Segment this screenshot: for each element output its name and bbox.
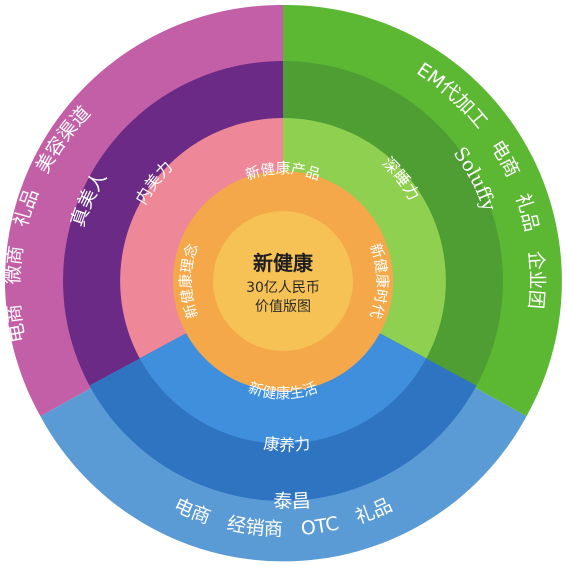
ring2-bottom-label: 泰昌 bbox=[273, 490, 312, 513]
inner-right-label: 新健康时代 bbox=[366, 241, 390, 321]
inner-top-label: 新健康产品 bbox=[244, 160, 323, 184]
inner-bottom-label: 新健康生活 bbox=[246, 379, 319, 402]
core-subtitle-line2: 价值版图 bbox=[255, 299, 311, 315]
core-inner-circle bbox=[213, 211, 353, 351]
ring3-bottom-label: 康养力 bbox=[263, 434, 312, 455]
inner-left-label: 新健康理念 bbox=[178, 241, 202, 320]
core-title: 新健康 bbox=[253, 251, 314, 275]
core-subtitle-line1: 30亿人民币 bbox=[246, 280, 320, 296]
